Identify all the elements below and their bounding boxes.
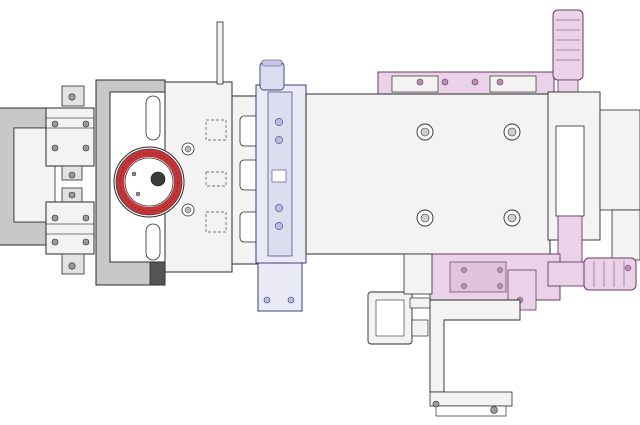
screw-icon — [68, 262, 76, 270]
pink-lower-stage — [429, 253, 561, 311]
center-housing — [145, 21, 233, 273]
clamp-block-top — [45, 85, 95, 181]
screw-icon — [461, 283, 467, 289]
screw-icon — [490, 406, 498, 414]
screw-icon — [275, 118, 283, 126]
spindle-hole — [150, 171, 166, 187]
horizontal-micrometer — [547, 257, 637, 291]
screw-icon — [497, 267, 503, 273]
clamp-block-bottom — [45, 187, 95, 275]
main-plate — [305, 93, 551, 255]
screw-icon — [51, 120, 59, 128]
screw-icon — [624, 264, 632, 272]
guide-pin-bottom — [145, 223, 161, 261]
screw-icon — [82, 214, 90, 222]
vertical-micrometer — [547, 9, 640, 265]
screw-icon — [441, 78, 449, 86]
screw-icon — [275, 222, 283, 230]
screw-icon — [432, 400, 440, 408]
screw-icon — [82, 144, 90, 152]
screw-icon — [51, 144, 59, 152]
screw-icon — [51, 238, 59, 246]
screw-icon — [471, 78, 479, 86]
screw-icon — [275, 136, 283, 144]
screw-icon — [51, 214, 59, 222]
screw-icon — [497, 283, 503, 289]
screw-icon — [82, 120, 90, 128]
blue-slide-rail — [255, 59, 332, 312]
screw-icon — [416, 78, 424, 86]
screw-icon — [461, 267, 467, 273]
lower-bracket-assembly — [367, 253, 521, 417]
middle-carriage — [231, 95, 263, 265]
micrometer-knob — [583, 257, 637, 291]
screw-icon — [82, 238, 90, 246]
screw-icon — [496, 78, 504, 86]
guide-pin-top — [145, 95, 161, 141]
screw-icon — [287, 296, 295, 304]
screw-icon — [68, 191, 76, 199]
screw-icon — [275, 204, 283, 212]
screw-icon — [263, 296, 271, 304]
micrometer-knob — [552, 9, 584, 81]
pink-upper-bracket — [377, 71, 555, 97]
spindle-ring-assembly — [113, 146, 185, 218]
screw-icon — [68, 171, 76, 179]
screw-icon — [68, 93, 76, 101]
